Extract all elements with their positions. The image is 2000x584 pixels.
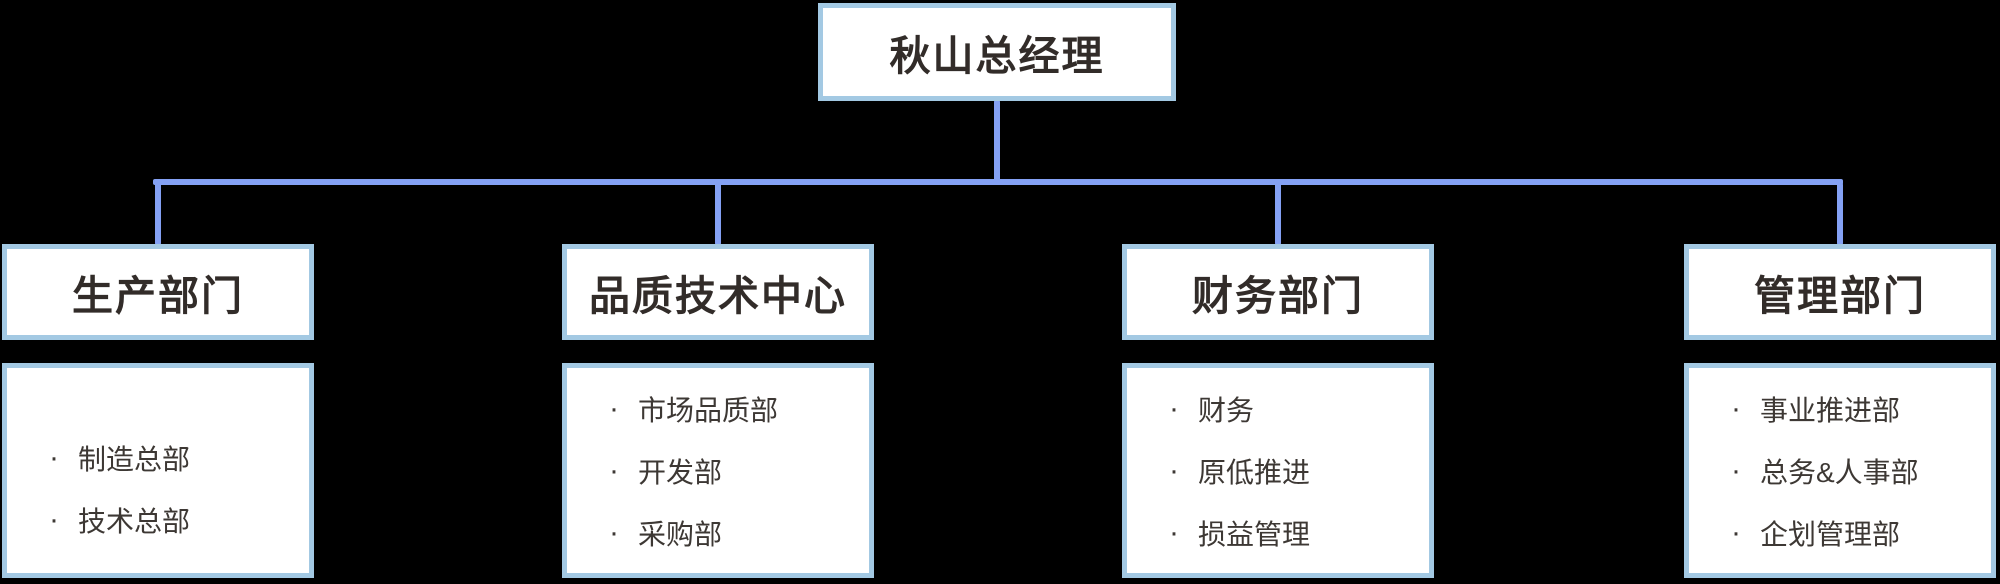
list-item: · 市场品质部	[609, 378, 869, 440]
list-item: · 开发部	[609, 440, 869, 502]
dept-title: 生产部门	[72, 273, 244, 319]
member-label: 事业推进部	[1760, 394, 1901, 426]
dept-list-production: · 制造总部 · 技术总部	[2, 363, 314, 578]
dept-list-finance: · 财务 · 原低推进 · 损益管理	[1122, 363, 1434, 578]
bullet-icon: ·	[609, 453, 619, 487]
list-item: · 总务&人事部	[1731, 440, 1991, 502]
member-label: 损益管理	[1198, 518, 1311, 550]
list-item: · 技术总部	[49, 489, 309, 551]
dept-header-management: 管理部门	[1684, 244, 1996, 340]
member-label: 采购部	[638, 518, 723, 550]
dept-header-quality: 品质技术中心	[562, 244, 874, 340]
bullet-icon: ·	[609, 391, 619, 425]
dept-header-production: 生产部门	[2, 244, 314, 340]
bullet-icon: ·	[1169, 453, 1179, 487]
connector-drop-production	[155, 183, 161, 245]
connector-drop-quality	[715, 183, 721, 245]
bullet-icon: ·	[49, 502, 59, 536]
bullet-icon: ·	[1731, 453, 1741, 487]
member-label: 原低推进	[1198, 456, 1311, 488]
dept-list-management: · 事业推进部 · 总务&人事部 · 企划管理部	[1684, 363, 1996, 578]
bullet-icon: ·	[609, 515, 619, 549]
bullet-icon: ·	[1731, 515, 1741, 549]
list-item: · 采购部	[609, 502, 869, 564]
list-item: · 财务	[1169, 378, 1429, 440]
member-label: 财务	[1198, 394, 1255, 426]
bullet-icon: ·	[1169, 391, 1179, 425]
member-label: 开发部	[638, 456, 723, 488]
dept-title: 管理部门	[1754, 273, 1926, 319]
dept-header-finance: 财务部门	[1122, 244, 1434, 340]
dept-title: 品质技术中心	[589, 273, 847, 319]
connector-horizontal-bus	[153, 179, 1843, 185]
member-label: 制造总部	[78, 443, 191, 475]
list-item: · 损益管理	[1169, 502, 1429, 564]
member-label: 技术总部	[78, 505, 191, 537]
connector-drop-finance	[1275, 183, 1281, 245]
list-item: · 制造总部	[49, 427, 309, 489]
bullet-icon: ·	[1731, 391, 1741, 425]
list-item: · 原低推进	[1169, 440, 1429, 502]
org-node-general-manager: 秋山总经理	[818, 3, 1176, 101]
member-label: 总务&人事部	[1760, 456, 1919, 488]
dept-list-quality: · 市场品质部 · 开发部 · 采购部	[562, 363, 874, 578]
connector-root-vertical	[994, 100, 1000, 182]
dept-title: 财务部门	[1192, 273, 1364, 319]
bullet-icon: ·	[1169, 515, 1179, 549]
member-label: 市场品质部	[638, 394, 779, 426]
member-label: 企划管理部	[1760, 518, 1901, 550]
bullet-icon: ·	[49, 440, 59, 474]
list-item: · 事业推进部	[1731, 378, 1991, 440]
org-node-title: 秋山总经理	[889, 33, 1105, 79]
connector-drop-management	[1837, 183, 1843, 245]
list-item: · 企划管理部	[1731, 502, 1991, 564]
